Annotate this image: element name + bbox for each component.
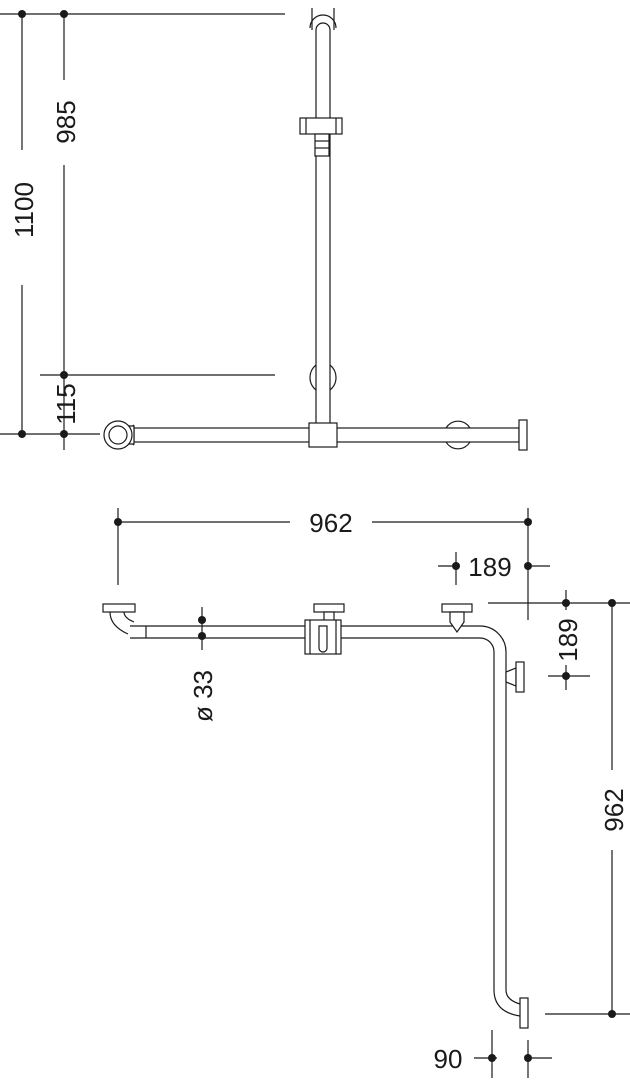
l-shaped-rail bbox=[102, 603, 529, 1029]
left-wall-flange bbox=[102, 603, 136, 613]
dimension-offset-top: 189 bbox=[438, 552, 550, 585]
dimension-width: 962 bbox=[114, 508, 532, 620]
wall-bracket-upper bbox=[309, 364, 337, 391]
dimension-lower-height: 115 bbox=[51, 375, 81, 450]
vertical-rail bbox=[299, 8, 343, 426]
dimension-upper-height: 985 bbox=[40, 10, 275, 379]
dim-label-90: 90 bbox=[434, 1044, 463, 1074]
dimension-bottom: 90 bbox=[434, 1030, 552, 1078]
dim-label-189-side: 189 bbox=[553, 618, 583, 661]
dim-label-115: 115 bbox=[51, 383, 81, 424]
bottom-wall-flange bbox=[519, 997, 529, 1029]
right-wall-flange-top bbox=[441, 603, 473, 613]
dim-label-985: 985 bbox=[51, 100, 81, 143]
horizontal-rail bbox=[103, 419, 528, 451]
dim-label-962-width: 962 bbox=[309, 508, 352, 538]
dim-label-962-depth: 962 bbox=[599, 788, 629, 831]
slider-lock bbox=[314, 133, 330, 157]
dim-label-1100: 1100 bbox=[9, 182, 39, 238]
middle-wall-flange bbox=[313, 603, 345, 613]
dimension-offset-side: 189 bbox=[548, 590, 590, 690]
dimension-diameter: ø 33 bbox=[188, 607, 218, 722]
dim-label-diameter: ø 33 bbox=[188, 670, 218, 722]
right-wall-flange bbox=[518, 419, 528, 451]
side-bracket bbox=[505, 667, 517, 687]
dimension-total-height: 1100 bbox=[0, 10, 285, 438]
wall-bracket-right bbox=[445, 420, 471, 450]
dim-label-189-top: 189 bbox=[468, 552, 511, 582]
dimension-depth: 962 bbox=[545, 603, 630, 1018]
front-view: 1100 985 115 bbox=[0, 8, 528, 451]
top-view: 962 189 189 962 bbox=[102, 508, 630, 1078]
center-connector bbox=[308, 422, 338, 448]
